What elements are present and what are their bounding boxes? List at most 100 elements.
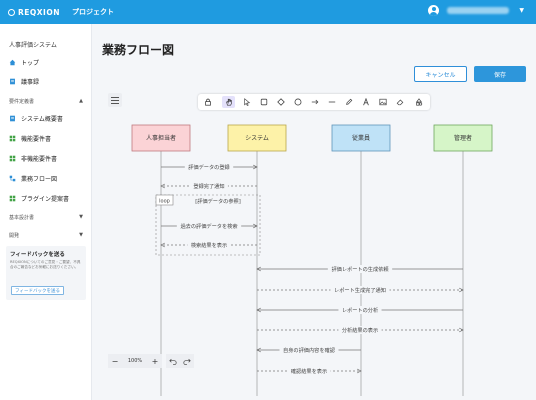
actor-label: 従業員 [352,134,370,142]
grid-icon [9,155,16,162]
actor-box[interactable]: 従業員 [331,124,391,152]
sidebar-item-label: システム概要書 [21,116,63,123]
loop-label-box [155,194,174,206]
sidebar-item-top[interactable]: トップ [9,58,39,67]
zoom-level[interactable]: 100% [122,354,148,368]
hand-tool[interactable] [222,96,235,108]
hand-icon [225,98,232,106]
image-tool[interactable] [376,96,389,108]
message[interactable]: 評価データの登録 [161,163,257,171]
actor-box-shape [433,124,493,152]
circle-icon [294,98,301,106]
sidebar-item-business-flow[interactable]: 業務フロー図 [9,174,57,183]
lock-icon [204,98,211,106]
message[interactable]: 過去の評価データを検索 [161,222,257,230]
section-label: 要件定義書 [9,99,35,105]
pencil-tool[interactable] [342,96,355,108]
logo-text: REQXION [18,7,60,17]
redo-button[interactable] [180,354,194,368]
grid-icon [9,135,16,142]
message[interactable]: 検索結果を表示 [161,241,257,249]
message-label-bg [327,265,393,273]
user-menu[interactable]: ▼ [428,5,524,16]
rectangle-icon [260,98,267,106]
eraser-tool[interactable] [393,96,406,108]
section-label: 開発 [9,233,20,239]
home-icon [9,59,16,66]
chevron-down-icon: ▼ [79,214,83,220]
shapes-tool[interactable] [412,96,425,108]
message-label-bg [279,346,339,354]
sidebar-item-functional-req[interactable]: 機能要件書 [9,134,51,143]
actor-box-shape [331,124,391,152]
logo-mark-icon [8,8,15,16]
message[interactable]: 評価レポートの生成依頼 [257,265,463,273]
sidebar-section-development[interactable]: 開発 ▼ [9,232,83,239]
sidebar-item-plugin-proposal[interactable]: プラグイン提案書 [9,194,69,203]
image-icon [378,98,387,106]
loop-fragment[interactable]: loop [評価データの参照] [155,194,261,256]
eraser-icon [396,99,403,106]
diagram-canvas[interactable]: loop [評価データの参照] 評価データの登録登録完了通知過去の評価データを検… [102,90,532,396]
top-bar: REQXION プロジェクト ▼ [0,0,536,24]
lock-tool[interactable] [201,96,214,108]
project-link[interactable]: プロジェクト [72,8,114,16]
message-label: 過去の評価データを検索 [180,222,237,230]
user-avatar-icon[interactable] [428,5,440,16]
text-icon [362,98,369,106]
section-label: 基本設計書 [9,215,35,221]
message-label: 分析結果の表示 [342,326,378,334]
actor-label: システム [245,135,269,142]
message[interactable]: レポート生成完了通知 [257,286,463,294]
cancel-button[interactable]: キャンセル [414,66,467,82]
sidebar-section-basic-design[interactable]: 基本設計書 ▼ [9,214,83,221]
loop-label: loop [159,199,170,205]
line-tool[interactable] [325,96,338,108]
shapes-icon [415,98,422,106]
text-tool[interactable] [359,96,372,108]
sidebar-item-label: プラグイン提案書 [21,196,70,203]
sidebar-item-nonfunctional-req[interactable]: 非機能要件書 [9,154,57,163]
sidebar-section-requirements[interactable]: 要件定義書 ▲ [9,98,83,105]
diamond-icon [276,98,285,106]
feedback-text: REQXIONについてのご意見・ご要望、不具合のご報告などお気軽にお送りください… [10,260,81,269]
sidebar-project-title: 人事評価システム [9,42,57,49]
ellipse-tool[interactable] [291,96,304,108]
message-label-bg [338,326,382,334]
canvas-menu-button[interactable] [108,93,122,107]
arrow-tool[interactable] [308,96,321,108]
actor-box[interactable]: システム [227,124,287,152]
message-label-bg [338,306,382,314]
sidebar-item-system-overview[interactable]: システム概要書 [9,114,63,123]
actors: 人事担当者 システム 従業員 管理者 [131,124,493,152]
app-logo[interactable]: REQXION [8,8,60,17]
sidebar-item-label: 非機能要件書 [21,156,58,163]
message-label: 確認結果を表示 [291,367,327,375]
message-label: 検索結果を表示 [191,241,227,249]
sidebar-item-label: 議事録 [21,79,40,86]
diamond-tool[interactable] [274,96,287,108]
actor-box[interactable]: 人事担当者 [131,124,191,152]
chevron-down-icon[interactable]: ▼ [519,7,524,14]
message-label-bg [287,367,331,375]
undo-button[interactable] [166,354,180,368]
page-title: 業務フロー図 [102,43,175,57]
zoom-in-button[interactable]: + [148,354,162,368]
message-label: レポートの分析 [342,306,378,314]
message[interactable]: 分析結果の表示 [257,326,463,334]
actor-box[interactable]: 管理者 [433,124,493,152]
message[interactable]: レポートの分析 [257,306,463,314]
message[interactable]: 確認結果を表示 [257,367,361,375]
select-tool[interactable] [240,96,253,108]
sidebar: 人事評価システム トップ 議事録 要件定義書 ▲ システム概要書 機能要件書 非… [0,24,92,400]
sidebar-item-minutes[interactable]: 議事録 [9,77,39,86]
message[interactable]: 登録完了通知 [161,182,257,190]
message[interactable]: 自身の評価内容を確認 [257,346,361,354]
zoom-out-button[interactable]: − [108,354,122,368]
message-label: 評価レポートの生成依頼 [331,265,389,273]
rectangle-tool[interactable] [257,96,270,108]
save-button[interactable]: 保存 [474,66,526,82]
lifelines [160,151,464,396]
loop-condition: [評価データの参照] [195,197,241,205]
feedback-button[interactable]: フィードバックを送る [11,286,64,295]
